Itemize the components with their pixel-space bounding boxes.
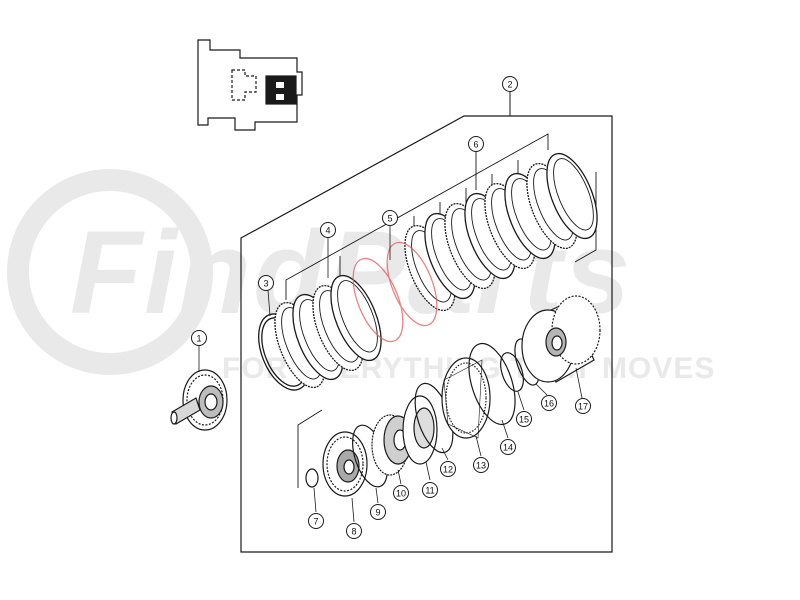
callout-circle bbox=[320, 222, 336, 238]
callout-10: 10 bbox=[393, 485, 409, 501]
callout-label: 4 bbox=[325, 226, 330, 236]
callout-17: 17 bbox=[575, 398, 591, 414]
leader-lines bbox=[198, 226, 583, 523]
clutch-plate bbox=[330, 274, 382, 362]
wave-spring-5 bbox=[352, 241, 438, 343]
callout-circle bbox=[502, 76, 518, 92]
callout-circle bbox=[393, 485, 409, 501]
callout-circle bbox=[575, 398, 591, 414]
callout-label: 12 bbox=[443, 465, 453, 475]
callout-circle bbox=[382, 210, 398, 226]
callout-4: 4 bbox=[320, 222, 336, 238]
callout-label: 7 bbox=[313, 517, 318, 527]
callout-2: 2 bbox=[502, 76, 518, 92]
clutch-plates bbox=[274, 152, 598, 389]
callout-label: 14 bbox=[503, 443, 513, 453]
callout-circle bbox=[422, 482, 438, 498]
callout-label: 9 bbox=[375, 508, 380, 518]
assembly-outline bbox=[240, 115, 613, 553]
callout-11: 11 bbox=[422, 482, 438, 498]
callout-circle bbox=[541, 395, 557, 411]
input-hub-1 bbox=[170, 369, 228, 431]
callout-label: 10 bbox=[396, 489, 406, 499]
callout-9: 9 bbox=[370, 504, 386, 520]
hub-11 bbox=[402, 395, 438, 465]
callout-label: 16 bbox=[544, 399, 554, 409]
callout-1: 1 bbox=[191, 330, 207, 346]
clutch-plate bbox=[546, 152, 598, 240]
callout-label: 1 bbox=[196, 334, 201, 344]
callout-5: 5 bbox=[382, 210, 398, 226]
clutch-plate-inner bbox=[553, 158, 594, 231]
callout-label: 13 bbox=[476, 461, 486, 471]
callout-circle bbox=[370, 504, 386, 520]
callout-13: 13 bbox=[473, 457, 489, 473]
clutch-plate-inner bbox=[337, 280, 378, 353]
hub-8 bbox=[322, 431, 368, 497]
lower-bracket bbox=[297, 409, 323, 488]
callout-circle bbox=[500, 439, 516, 455]
callout-16: 16 bbox=[541, 395, 557, 411]
callout-circle bbox=[191, 330, 207, 346]
callout-label: 8 bbox=[351, 527, 356, 537]
ring-15 bbox=[500, 352, 524, 392]
callout-circle bbox=[516, 411, 532, 427]
callout-15: 15 bbox=[516, 411, 532, 427]
ring-14 bbox=[468, 342, 516, 426]
callout-12: 12 bbox=[440, 461, 456, 477]
callout-7: 7 bbox=[308, 513, 324, 529]
callout-label: 6 bbox=[473, 140, 478, 150]
callout-circle bbox=[473, 457, 489, 473]
callout-label: 2 bbox=[507, 80, 512, 90]
callout-8: 8 bbox=[346, 523, 362, 539]
callout-6: 6 bbox=[468, 136, 484, 152]
callout-circle bbox=[308, 513, 324, 529]
callout-label: 17 bbox=[578, 402, 588, 412]
callout-label: 15 bbox=[519, 415, 529, 425]
callout-circle bbox=[346, 523, 362, 539]
callout-14: 14 bbox=[500, 439, 516, 455]
clutch-housing-17 bbox=[521, 295, 601, 383]
callout-3: 3 bbox=[258, 275, 274, 291]
callout-circle bbox=[258, 275, 274, 291]
callout-label: 3 bbox=[263, 279, 268, 289]
locator-thumbnail bbox=[197, 39, 303, 131]
callout-label: 11 bbox=[425, 486, 434, 496]
ring-7 bbox=[305, 468, 319, 488]
watermark-logo bbox=[7, 169, 213, 375]
callout-circle bbox=[468, 136, 484, 152]
callout-label: 5 bbox=[387, 214, 392, 224]
callout-circle bbox=[440, 461, 456, 477]
drum-13 bbox=[441, 357, 491, 439]
lower-components bbox=[305, 295, 601, 497]
